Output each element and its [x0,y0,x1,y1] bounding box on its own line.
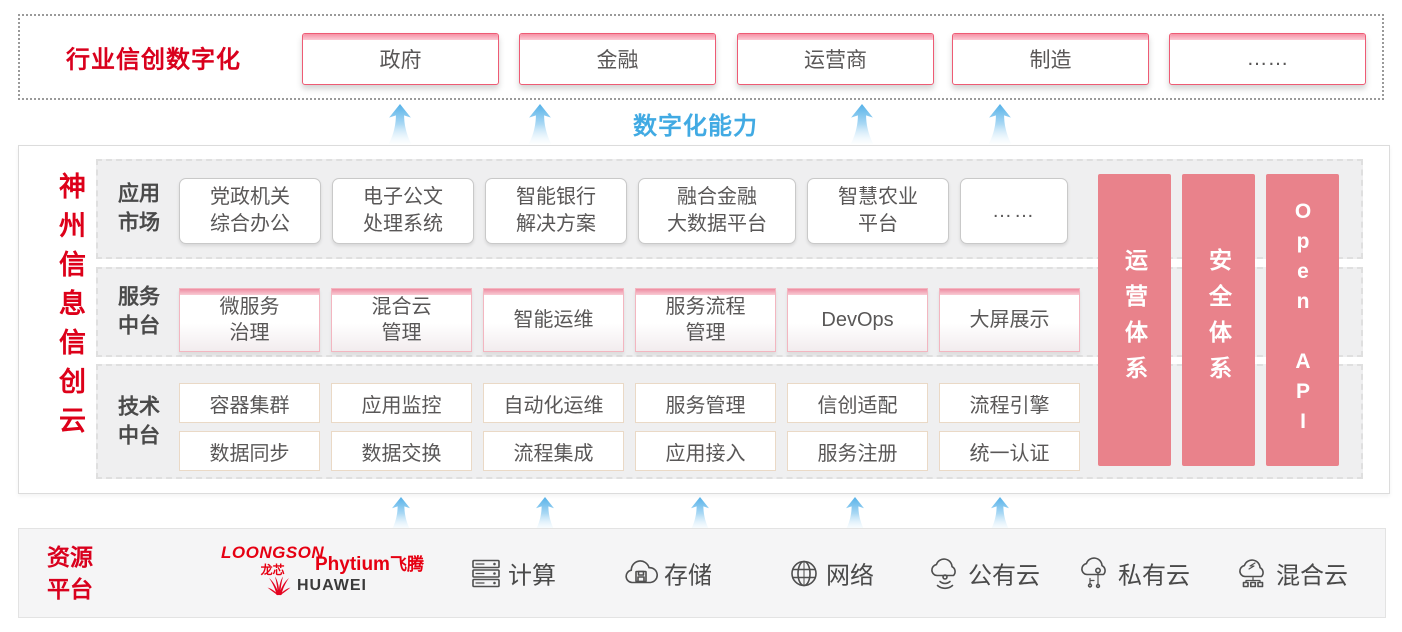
tech-card: 应用监控 [331,383,472,423]
app-card: 党政机关 综合办公 [179,178,321,244]
huawei-wordmark: HUAWEI [297,577,367,594]
industry-box-operator: 运营商 [737,33,934,85]
phytium-cn-label: 飞腾 [389,555,424,574]
resource-item-label: 存储 [664,562,712,590]
tech-card: 流程引擎 [939,383,1080,423]
up-arrow-icon [988,104,1012,144]
industry-box-more: …… [1169,33,1366,85]
public-cloud-icon [931,557,956,589]
up-arrow-icon [391,497,411,530]
service-platform-label: 服务 中台 [118,285,160,338]
platform-title: 神州信息信创云 [55,172,85,445]
huawei-flower-icon [267,576,291,596]
resource-platform-label: 资源 平台 [47,543,93,602]
service-card: 微服务 治理 [179,288,320,352]
resource-item-label: 公有云 [968,562,1040,590]
resource-item-hybrid-cloud: 混合云 [1235,556,1348,591]
app-card-more: …… [960,178,1068,244]
resource-item-public-cloud: 公有云 [927,556,1040,591]
resource-item-storage: 存储 [623,556,712,591]
resource-item-compute: 计算 [469,556,556,591]
loongson-cn-label: 龙芯 [260,563,285,577]
tech-card: 服务注册 [787,431,928,471]
network-icon [791,560,817,586]
up-arrow-icon [535,497,555,530]
tech-card: 服务管理 [635,383,776,423]
up-arrow-icon [528,104,552,144]
up-arrow-icon [850,104,874,144]
loongson-logo: LOONGSON 龙芯 [221,543,324,578]
tech-card: 信创适配 [787,383,928,423]
phytium-wordmark: Phytium [315,554,390,575]
hybrid-cloud-icon [1239,558,1264,587]
service-card: 大屏展示 [939,288,1080,352]
up-arrow-icon [845,497,865,530]
up-arrow-icon [690,497,710,530]
huawei-logo: HUAWEI [267,576,367,596]
resource-item-label: 计算 [508,562,556,590]
tech-card: 应用接入 [635,431,776,471]
compute-icon [472,559,500,587]
tech-platform-label: 技术 中台 [118,395,160,448]
security-system-bar: 安全体系 [1182,174,1255,466]
industry-box-government: 政府 [302,33,499,85]
phytium-logo: Phytium飞腾 [315,550,424,576]
operation-system-bar: 运营体系 [1098,174,1171,466]
resource-item-label: 私有云 [1118,562,1190,590]
app-card: 电子公文 处理系统 [332,178,474,244]
up-arrow-icon [388,104,412,144]
tech-card: 数据交换 [331,431,472,471]
tech-card: 统一认证 [939,431,1080,471]
storage-icon [625,559,658,583]
app-card: 智慧农业 平台 [807,178,949,244]
resource-item-label: 混合云 [1276,562,1348,590]
service-card: DevOps [787,288,928,352]
industry-box-finance: 金融 [519,33,716,85]
service-platform-row: 服务 中台 微服务 治理 混合云 管理 智能运维 服务流程 管理 DevOps … [96,267,1363,357]
tech-card: 自动化运维 [483,383,624,423]
industry-banner: 行业信创数字化 政府 金融 运营商 制造 …… [18,14,1384,100]
resource-platform-panel: 资源 平台 LOONGSON 龙芯 Phytium飞腾 HUAWEI [18,528,1386,618]
resource-item-network: 网络 [787,556,874,591]
tech-card: 数据同步 [179,431,320,471]
cloud-platform-panel: 神州信息信创云 应用 市场 党政机关 综合办公 电子公文 处理系统 智能银行 解… [18,145,1390,494]
up-arrow-icon [990,497,1010,530]
app-market-row: 应用 市场 党政机关 综合办公 电子公文 处理系统 智能银行 解决方案 融合金融… [96,159,1363,259]
private-cloud-icon [1081,556,1106,588]
tech-card: 容器集群 [179,383,320,423]
service-card: 智能运维 [483,288,624,352]
service-card: 混合云 管理 [331,288,472,352]
app-market-label: 应用 市场 [118,182,160,235]
tech-card: 流程集成 [483,431,624,471]
industry-box-manufacturing: 制造 [952,33,1149,85]
digital-capability-label: 数字化能力 [633,113,758,140]
service-card: 服务流程 管理 [635,288,776,352]
app-card: 智能银行 解决方案 [485,178,627,244]
resource-item-private-cloud: 私有云 [1077,556,1190,591]
app-card: 融合金融 大数据平台 [638,178,796,244]
industry-banner-title: 行业信创数字化 [66,46,241,74]
tech-platform-row: 技术 中台 容器集群 应用监控 自动化运维 服务管理 信创适配 流程引擎 数据同… [96,364,1363,479]
open-api-bar: Open API [1266,174,1339,466]
resource-item-label: 网络 [826,562,874,590]
loongson-wordmark: LOONGSON [221,543,325,562]
